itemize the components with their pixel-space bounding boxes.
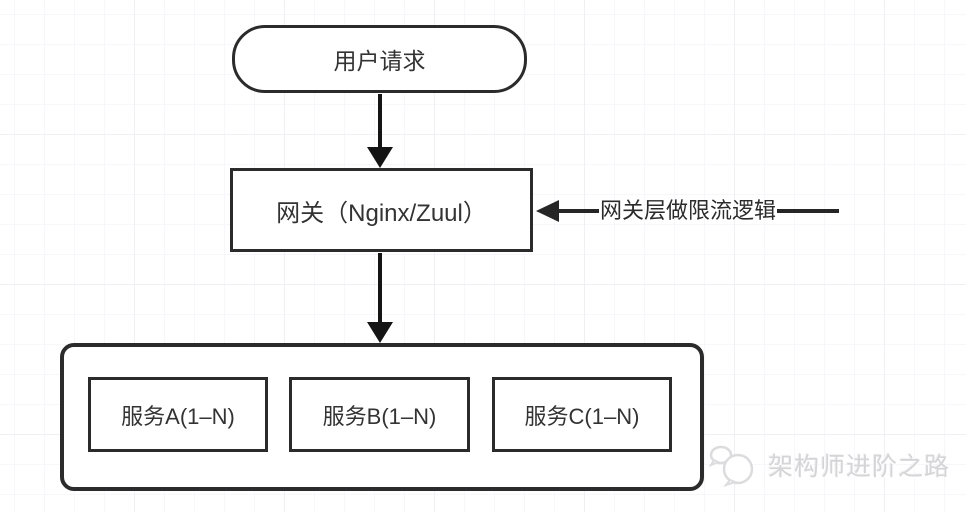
node-service-c: 服务C(1–N) [492,377,672,452]
node-service-c-label: 服务C(1–N) [524,403,640,429]
annotation-label: 网关层做限流逻辑 [600,198,777,223]
watermark-label: 架构师进阶之路 [768,453,951,481]
arrow-left-head-icon [536,200,559,222]
node-user-request-label: 用户请求 [333,48,426,74]
arrow-stem [378,94,382,152]
annotation-line-left [559,209,599,213]
node-service-b: 服务B(1–N) [289,377,470,452]
arrow-down-head-icon [367,147,393,168]
node-service-a: 服务A(1–N) [88,377,268,452]
arrow-down-head-icon [367,322,393,343]
node-gateway-label: 网关（Nginx/Zuul） [276,199,487,227]
annotation-rate-limit: 网关层做限流逻辑 [536,198,840,223]
chat-bubbles-icon [708,445,754,487]
node-service-a-label: 服务A(1–N) [121,403,235,429]
node-service-b-label: 服务B(1–N) [322,403,437,429]
annotation-line-right [777,209,840,213]
node-user-request: 用户请求 [232,25,527,93]
node-gateway: 网关（Nginx/Zuul） [230,168,533,252]
watermark: 架构师进阶之路 [708,443,950,487]
arrow-stem [378,253,382,325]
